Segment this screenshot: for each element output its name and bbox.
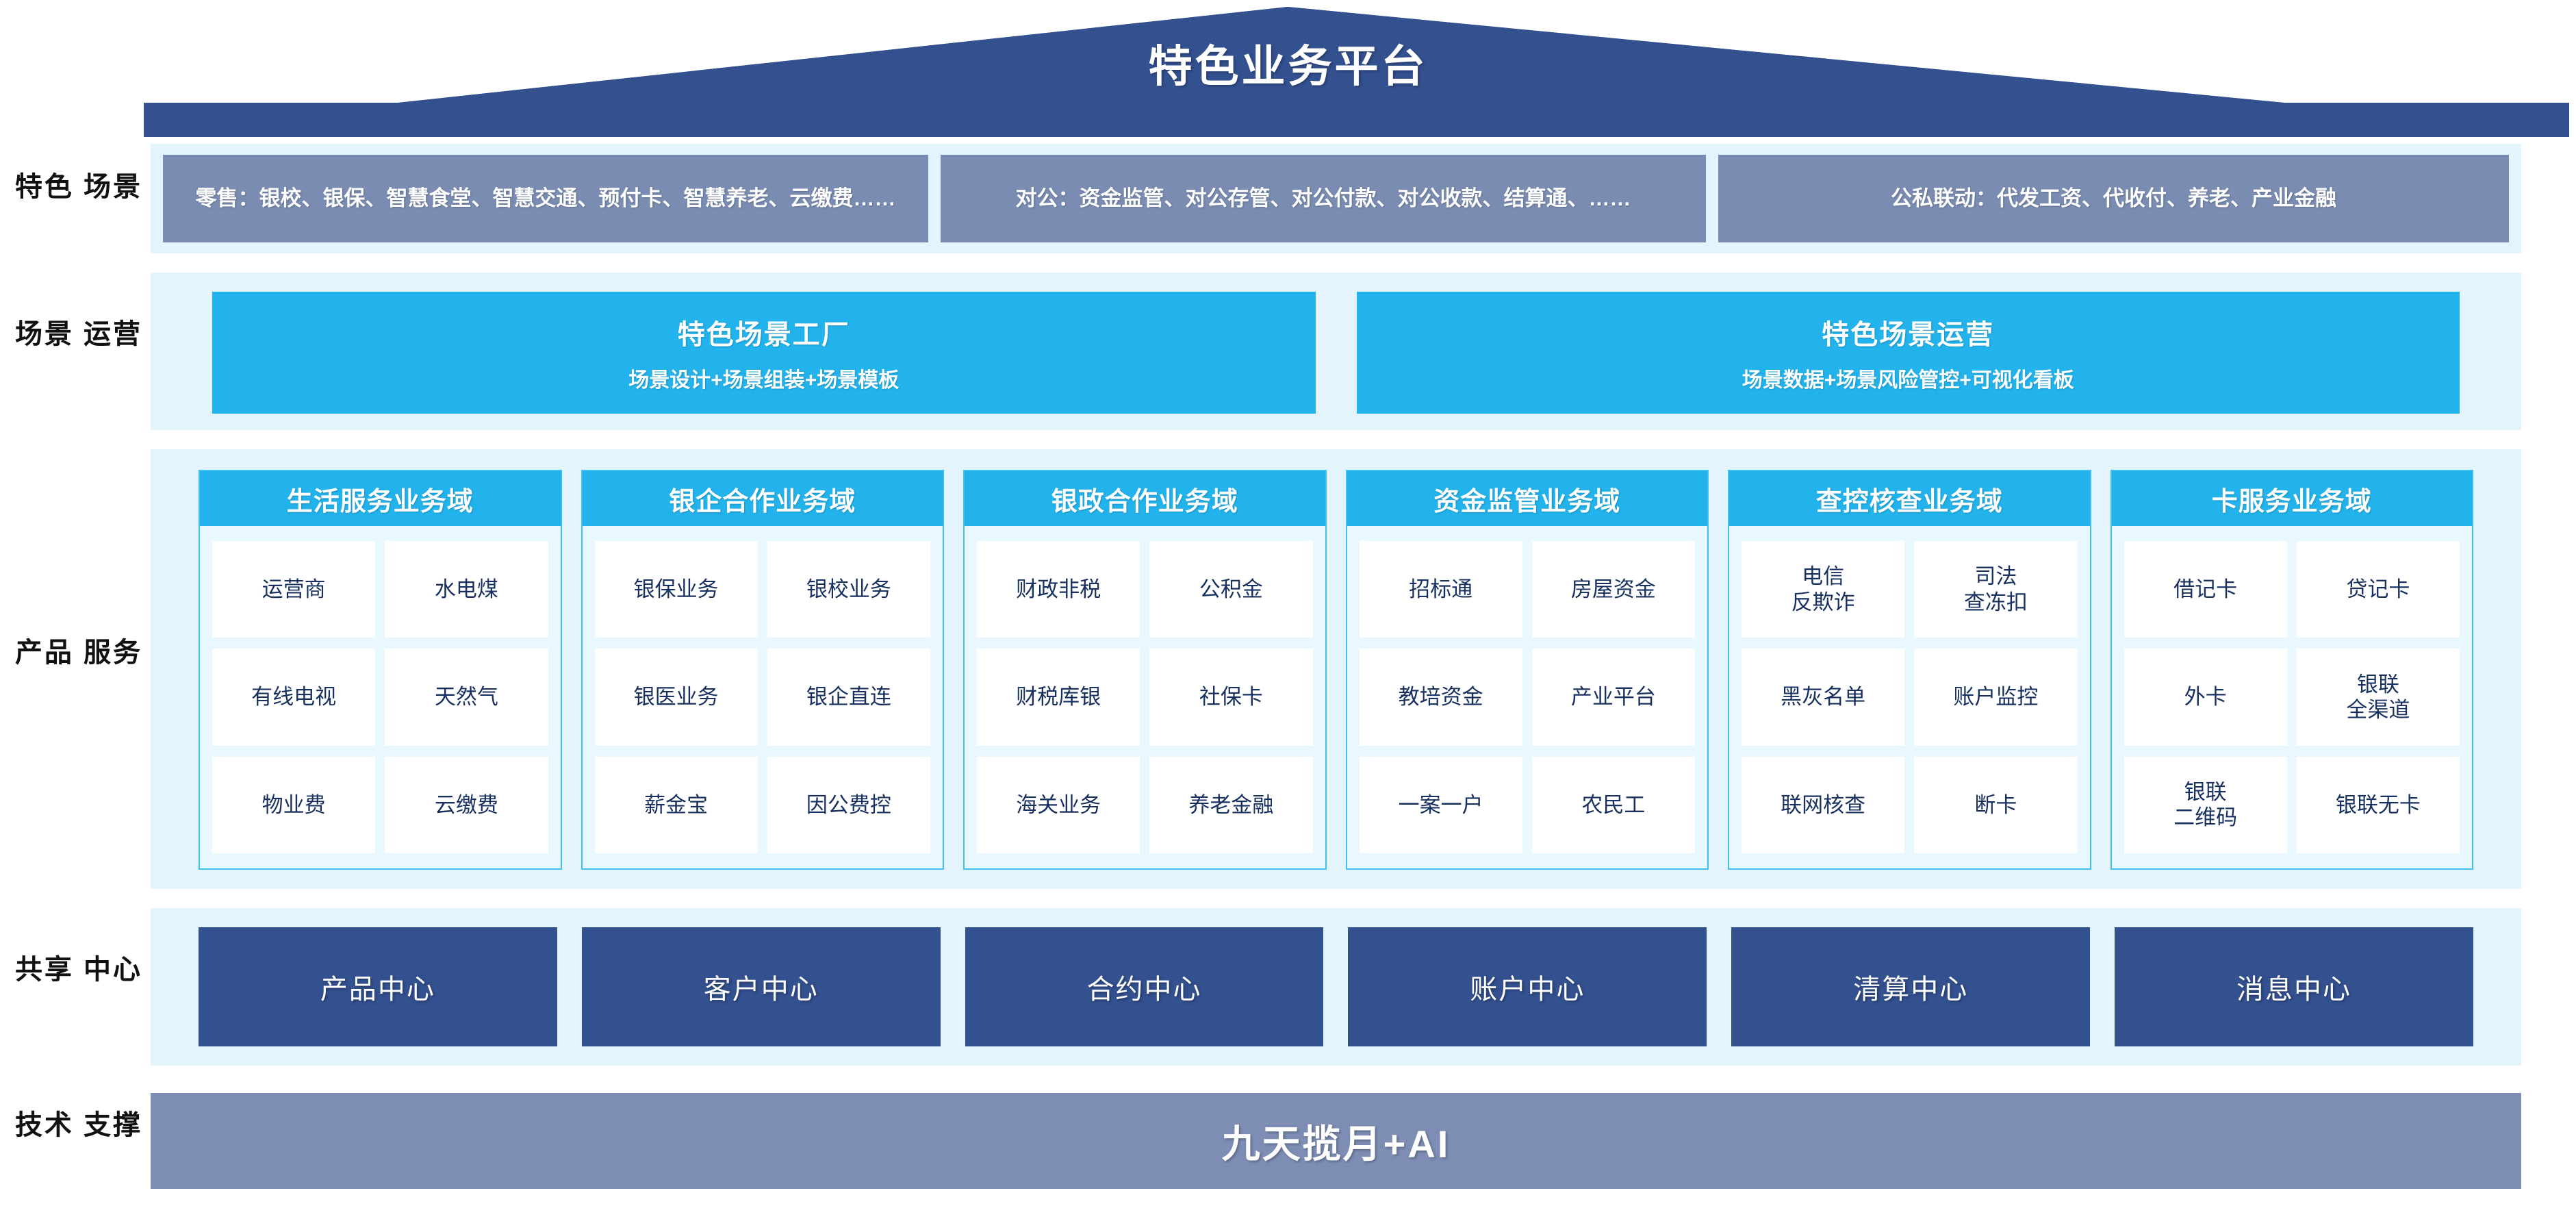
product-chip[interactable]: 因公费控 <box>767 756 930 853</box>
product-chip[interactable]: 电信 反欺诈 <box>1742 541 1905 638</box>
domain-card-card-service[interactable]: 卡服务业务域 借记卡 贷记卡 外卡 银联 全渠道 银联 二维码 银联无卡 <box>2110 470 2473 870</box>
product-chip[interactable]: 物业费 <box>212 756 376 853</box>
domain-title: 卡服务业务域 <box>2111 471 2472 526</box>
operation-box-scene-factory[interactable]: 特色场景工厂 场景设计+场景组装+场景模板 <box>212 292 1316 414</box>
shared-center-message[interactable]: 消息中心 <box>2115 927 2473 1046</box>
shared-center-contract[interactable]: 合约中心 <box>965 927 1324 1046</box>
product-chip[interactable]: 农民工 <box>1531 756 1695 853</box>
product-chip[interactable]: 银医业务 <box>594 649 758 746</box>
product-chip[interactable]: 云缴费 <box>385 756 548 853</box>
product-chip[interactable]: 养老金融 <box>1149 756 1313 853</box>
product-chip[interactable]: 有线电视 <box>212 649 376 746</box>
domain-title: 资金监管业务域 <box>1347 471 1707 526</box>
tech-support-band: 九天揽月+AI <box>151 1093 2521 1189</box>
product-chip[interactable]: 联网核查 <box>1742 756 1905 853</box>
product-chip[interactable]: 银联无卡 <box>2296 756 2460 853</box>
product-band: 生活服务业务域 运营商 水电煤 有线电视 天然气 物业费 云缴费 银企合作业务域… <box>151 449 2521 889</box>
operation-subtitle: 场景设计+场景组装+场景模板 <box>628 369 900 392</box>
domain-title: 银企合作业务域 <box>582 471 943 526</box>
scene-box-retail[interactable]: 零售：银校、银保、智慧食堂、智慧交通、预付卡、智慧养老、云缴费…… <box>163 155 928 242</box>
domain-chip-grid: 借记卡 贷记卡 外卡 银联 全渠道 银联 二维码 银联无卡 <box>2112 526 2473 868</box>
product-chip[interactable]: 海关业务 <box>977 756 1140 853</box>
row-label-scene: 特色 场景 <box>14 172 143 202</box>
product-chip[interactable]: 教培资金 <box>1359 649 1522 746</box>
product-chip[interactable]: 公积金 <box>1149 541 1313 638</box>
platform-roof-banner: 特色业务平台 <box>0 0 2576 137</box>
domain-card-bank-enterprise[interactable]: 银企合作业务域 银保业务 银校业务 银医业务 银企直连 薪金宝 因公费控 <box>581 470 944 870</box>
roof-shape-icon <box>144 7 2569 137</box>
product-chip[interactable]: 财税库银 <box>977 649 1140 746</box>
operation-title: 特色场景工厂 <box>677 320 850 350</box>
tech-support-bar[interactable]: 九天揽月+AI <box>151 1093 2521 1189</box>
product-chip[interactable]: 薪金宝 <box>594 756 758 853</box>
product-chip[interactable]: 银联 全渠道 <box>2296 649 2460 746</box>
product-chip[interactable]: 司法 查冻扣 <box>1914 541 2078 638</box>
product-chip[interactable]: 招标通 <box>1359 541 1522 638</box>
domain-title: 查控核查业务域 <box>1729 471 2090 526</box>
domain-card-list: 生活服务业务域 运营商 水电煤 有线电视 天然气 物业费 云缴费 银企合作业务域… <box>199 470 2473 870</box>
product-chip[interactable]: 房屋资金 <box>1531 541 1695 638</box>
shared-center-customer[interactable]: 客户中心 <box>581 927 941 1046</box>
product-chip[interactable]: 财政非税 <box>977 541 1140 638</box>
product-chip[interactable]: 账户监控 <box>1914 649 2078 746</box>
product-chip[interactable]: 银保业务 <box>594 541 758 638</box>
shared-center-account[interactable]: 账户中心 <box>1348 927 1707 1046</box>
operation-title: 特色场景运营 <box>1822 320 1995 350</box>
domain-chip-grid: 招标通 房屋资金 教培资金 产业平台 一案一户 农民工 <box>1347 526 1708 868</box>
row-label-operation: 场景 运营 <box>14 319 143 349</box>
product-chip[interactable]: 外卡 <box>2124 649 2287 746</box>
product-chip[interactable]: 银联 二维码 <box>2124 756 2287 853</box>
domain-title: 生活服务业务域 <box>200 471 561 526</box>
shared-center-list: 产品中心 客户中心 合约中心 账户中心 清算中心 消息中心 <box>199 927 2473 1046</box>
domain-card-life-service[interactable]: 生活服务业务域 运营商 水电煤 有线电视 天然气 物业费 云缴费 <box>199 470 562 870</box>
shared-center-product[interactable]: 产品中心 <box>199 927 557 1046</box>
operation-band: 特色场景工厂 场景设计+场景组装+场景模板 特色场景运营 场景数据+场景风险管控… <box>151 273 2521 430</box>
scene-box-public-private[interactable]: 公私联动：代发工资、代收付、养老、产业金融 <box>1718 155 2509 242</box>
product-chip[interactable]: 运营商 <box>212 541 376 638</box>
product-chip[interactable]: 黑灰名单 <box>1742 649 1905 746</box>
scene-band: 零售：银校、银保、智慧食堂、智慧交通、预付卡、智慧养老、云缴费…… 对公：资金监… <box>151 144 2521 253</box>
domain-title: 银政合作业务域 <box>965 471 1325 526</box>
product-chip[interactable]: 社保卡 <box>1149 649 1313 746</box>
product-chip[interactable]: 贷记卡 <box>2296 541 2460 638</box>
shared-center-band: 产品中心 客户中心 合约中心 账户中心 清算中心 消息中心 <box>151 908 2521 1066</box>
product-chip[interactable]: 银校业务 <box>767 541 930 638</box>
operation-subtitle: 场景数据+场景风险管控+可视化看板 <box>1742 369 2074 392</box>
row-label-product: 产品 服务 <box>14 638 143 668</box>
domain-card-fund-supervision[interactable]: 资金监管业务域 招标通 房屋资金 教培资金 产业平台 一案一户 农民工 <box>1345 470 1709 870</box>
page-title: 特色业务平台 <box>1148 42 1428 91</box>
domain-chip-grid: 电信 反欺诈 司法 查冻扣 黑灰名单 账户监控 联网核查 断卡 <box>1729 526 2090 868</box>
domain-card-bank-government[interactable]: 银政合作业务域 财政非税 公积金 财税库银 社保卡 海关业务 养老金融 <box>963 470 1327 870</box>
operation-box-scene-operation[interactable]: 特色场景运营 场景数据+场景风险管控+可视化看板 <box>1356 292 2460 414</box>
product-chip[interactable]: 借记卡 <box>2124 541 2287 638</box>
product-chip[interactable]: 断卡 <box>1914 756 2078 853</box>
operation-box-list: 特色场景工厂 场景设计+场景组装+场景模板 特色场景运营 场景数据+场景风险管控… <box>212 292 2460 414</box>
product-chip[interactable]: 一案一户 <box>1359 756 1522 853</box>
domain-chip-grid: 银保业务 银校业务 银医业务 银企直连 薪金宝 因公费控 <box>583 526 943 868</box>
domain-chip-grid: 运营商 水电煤 有线电视 天然气 物业费 云缴费 <box>200 526 561 868</box>
product-chip[interactable]: 天然气 <box>385 649 548 746</box>
domain-chip-grid: 财政非税 公积金 财税库银 社保卡 海关业务 养老金融 <box>965 526 1325 868</box>
domain-card-investigation-control[interactable]: 查控核查业务域 电信 反欺诈 司法 查冻扣 黑灰名单 账户监控 联网核查 断卡 <box>1728 470 2091 870</box>
scene-box-corporate[interactable]: 对公：资金监管、对公存管、对公付款、对公收款、结算通、…… <box>941 155 1706 242</box>
product-chip[interactable]: 水电煤 <box>385 541 548 638</box>
scene-box-list: 零售：银校、银保、智慧食堂、智慧交通、预付卡、智慧养老、云缴费…… 对公：资金监… <box>163 155 2509 242</box>
product-chip[interactable]: 产业平台 <box>1531 649 1695 746</box>
product-chip[interactable]: 银企直连 <box>767 649 930 746</box>
row-label-tech: 技术 支撑 <box>14 1110 143 1140</box>
shared-center-settlement[interactable]: 清算中心 <box>1731 927 2091 1046</box>
row-label-shared: 共享 中心 <box>14 955 143 985</box>
